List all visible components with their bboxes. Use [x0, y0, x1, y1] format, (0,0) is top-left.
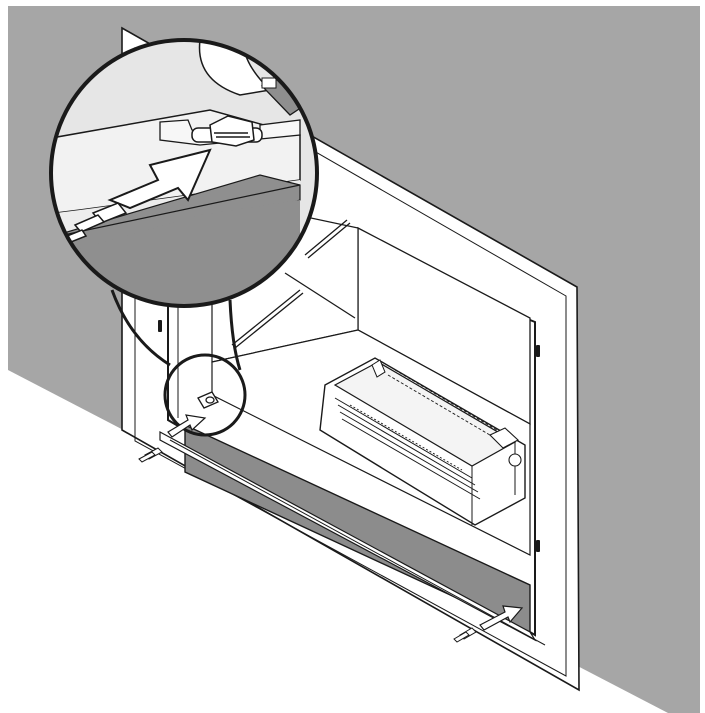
insertion-arrow-bottom	[479, 605, 524, 631]
bracket-clip	[197, 391, 219, 409]
arrow-tail-marks-bottom	[453, 627, 477, 643]
side-clips	[158, 320, 540, 552]
vent-slots	[231, 219, 356, 349]
insertion-arrow-small	[167, 414, 207, 438]
corner-detail-circle	[163, 353, 247, 437]
zoom-connector-lines	[110, 289, 242, 371]
burner-assembly	[319, 357, 526, 526]
zoom-detail-circle	[49, 38, 319, 308]
arrow-tail-marks-large	[60, 202, 128, 245]
arrow-tail-marks-small	[138, 447, 163, 463]
clip-tab	[191, 115, 263, 147]
surround-inner-trim	[134, 47, 567, 677]
lower-ledge-line	[169, 439, 546, 646]
insertion-arrow-large	[107, 148, 212, 210]
